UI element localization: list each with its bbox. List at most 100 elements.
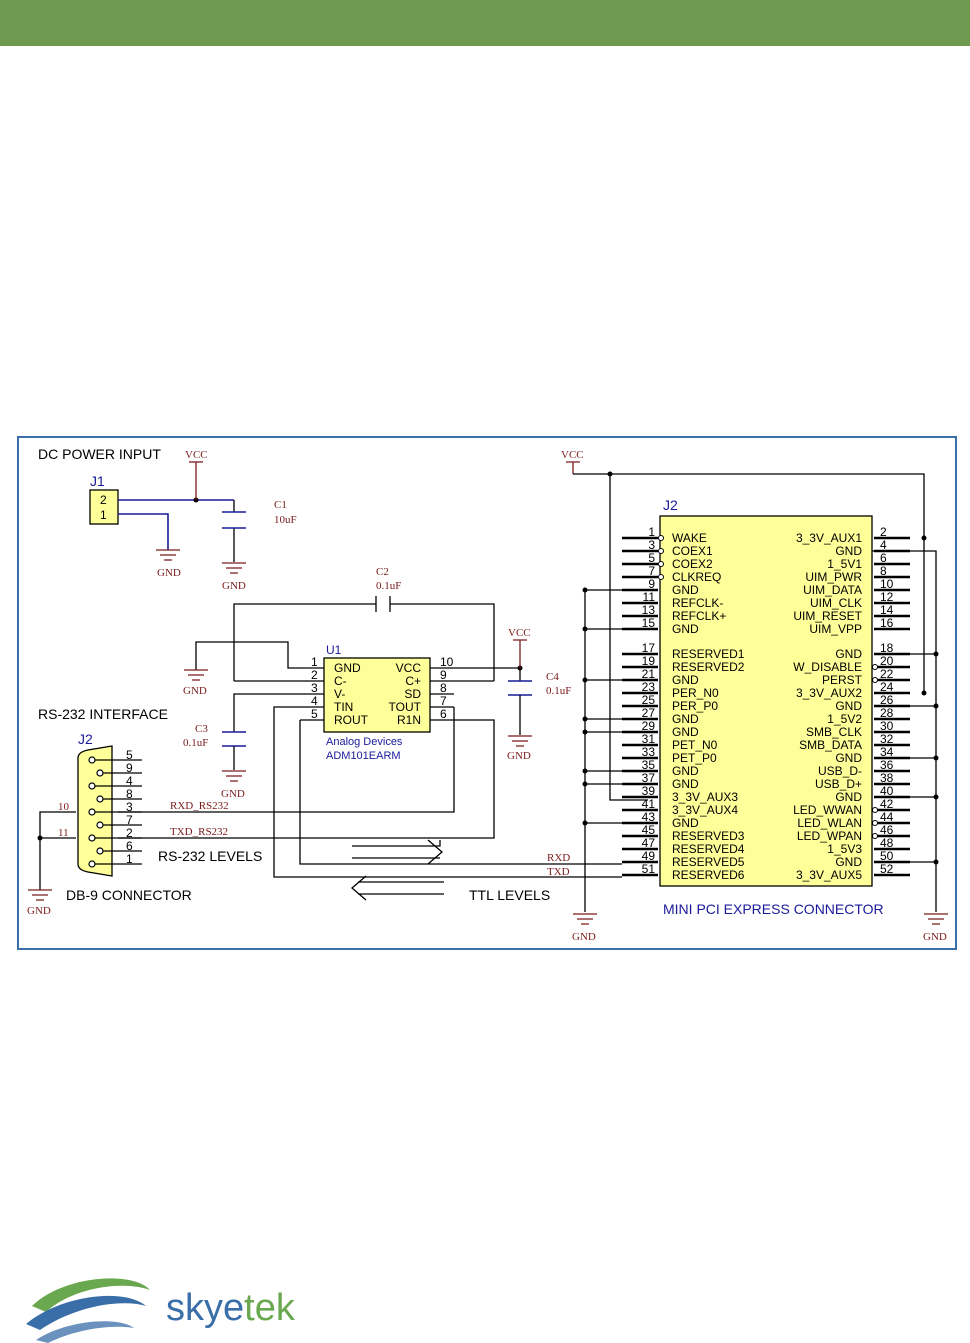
u1-pin-number: 7 — [440, 694, 447, 708]
skyetek-logo: skyetek — [26, 1278, 296, 1343]
j2-right-gnd-rail — [872, 550, 937, 912]
u1-pin-number: 2 — [311, 668, 318, 682]
j2-pin-number: 35 — [642, 758, 656, 772]
j2-pin-name: W_DISABLE — [793, 660, 862, 674]
j2-pin-number: 42 — [880, 797, 894, 811]
j2-pin-number: 10 — [880, 577, 894, 591]
j2-pin-name: 3_3V_AUX4 — [672, 803, 738, 817]
u1-v-minus-wire — [233, 693, 300, 732]
j2-pin-number: 49 — [642, 849, 656, 863]
vcc-label-1: VCC — [185, 449, 208, 461]
j2-pin-name: RESERVED1 — [672, 647, 745, 661]
db9-pin-contact — [96, 847, 104, 855]
db9-pin-number: 9 — [126, 761, 133, 775]
db9-shield-10: 10 — [58, 801, 70, 813]
j2-pin-name: GND — [672, 673, 699, 687]
j2-pin-number: 32 — [880, 732, 894, 746]
u1-pin-number: 4 — [311, 694, 318, 708]
gnd-icon — [156, 549, 180, 561]
j2-pin-name: RESERVED2 — [672, 660, 745, 674]
header-bar — [0, 0, 970, 46]
j2-pin-number: 45 — [642, 823, 656, 837]
j2-pin-name: GND — [672, 583, 699, 597]
db9-pin-contact — [96, 769, 104, 777]
j2-pin-number: 29 — [642, 719, 656, 733]
rs232-title: RS-232 INTERFACE — [38, 706, 168, 722]
rs232-arrow-head — [427, 839, 443, 865]
j2-pin-name: REFCLK- — [672, 596, 723, 610]
j2-pin-name: GND — [672, 725, 699, 739]
c1-value: 10uF — [274, 514, 297, 526]
db9-pin-number: 1 — [126, 852, 133, 866]
j2-pin-number: 24 — [880, 680, 894, 694]
u1-pin-name: V- — [334, 687, 345, 701]
j2-pin-number: 21 — [642, 667, 656, 681]
u1-gnd-wire — [195, 641, 300, 670]
db9-pin-number: 4 — [126, 774, 133, 788]
j2-pin-number: 12 — [880, 590, 894, 604]
j2-pin-name: UIM_CLK — [810, 596, 862, 610]
j2-pin-name: SMB_DATA — [799, 738, 862, 752]
j2-active-low-marker — [872, 677, 878, 683]
db9-shield-wire — [39, 811, 76, 890]
j2-pin-number: 36 — [880, 758, 894, 772]
logo-swoosh-green — [32, 1278, 150, 1312]
db9-pin-number: 5 — [126, 748, 133, 762]
j2-active-low-marker — [872, 833, 878, 839]
c2-ref: C2 — [376, 566, 389, 578]
j2-pin-name: RESERVED6 — [672, 868, 745, 882]
j2-pin-number: 34 — [880, 745, 894, 759]
j2-pin-name: GND — [672, 622, 699, 636]
j2-pin-number: 31 — [642, 732, 656, 746]
j2-pin-name: SMB_CLK — [806, 725, 862, 739]
c3-ref: C3 — [195, 723, 208, 735]
j2-pin-name: GND — [672, 816, 699, 830]
u1-pin-name: C+ — [405, 674, 421, 688]
j2-pin-name: LED_WPAN — [797, 829, 862, 843]
db9-pin-number: 8 — [126, 787, 133, 801]
j2-pin-number: 8 — [880, 564, 887, 578]
gnd-label-5: GND — [507, 750, 531, 762]
j2-pin-name: REFCLK+ — [672, 609, 726, 623]
rxd-rs232-label: RXD_RS232 — [170, 800, 229, 812]
j1-ref: J1 — [90, 473, 105, 489]
j2-pin-number: 5 — [648, 551, 655, 565]
gnd-icon — [573, 913, 597, 925]
u1-ref: U1 — [326, 643, 342, 657]
j2-pin-name: USB_D- — [818, 764, 862, 778]
j2-pin-number: 1 — [648, 525, 655, 539]
j2-active-low-marker — [658, 535, 664, 541]
u1-pin-name: GND — [334, 661, 361, 675]
j2-pin-number: 17 — [642, 641, 656, 655]
j2-active-low-marker — [872, 664, 878, 670]
j2-pin-name: GND — [835, 647, 862, 661]
db9-connector-label: DB-9 CONNECTOR — [66, 887, 192, 903]
j2-active-low-marker — [872, 820, 878, 826]
rs232-levels-arrow — [352, 840, 441, 859]
db9-ref: J2 — [78, 731, 93, 747]
j2-pin-name: GND — [835, 790, 862, 804]
j2-pin-name: WAKE — [672, 531, 707, 545]
tin-txd-wire — [273, 706, 622, 878]
ttl-levels-label: TTL LEVELS — [469, 887, 550, 903]
j2-pin-name: GND — [672, 764, 699, 778]
j2-pin-number: 43 — [642, 810, 656, 824]
j2-pin-number: 46 — [880, 823, 894, 837]
gnd-label-3: GND — [183, 685, 207, 697]
j2-pin-name: 1_5V3 — [827, 842, 862, 856]
db9-shield-11: 11 — [58, 827, 69, 839]
c4-ref: C4 — [546, 671, 559, 683]
j2-pin-number: 19 — [642, 654, 656, 668]
j2-pin-name: GND — [835, 699, 862, 713]
j2-aux-junction — [921, 535, 927, 541]
dc-power-title: DC POWER INPUT — [38, 446, 161, 462]
ttl-arrow-head — [351, 875, 367, 901]
gnd-label-2: GND — [222, 580, 246, 592]
db9-pin-contact — [88, 756, 96, 764]
txd-rs232-label: TXD_RS232 — [170, 826, 228, 838]
j1-connector — [89, 489, 119, 525]
shield-junction — [37, 835, 43, 841]
j2-pin-number: 28 — [880, 706, 894, 720]
j2-pin-name: PERST — [822, 673, 863, 687]
